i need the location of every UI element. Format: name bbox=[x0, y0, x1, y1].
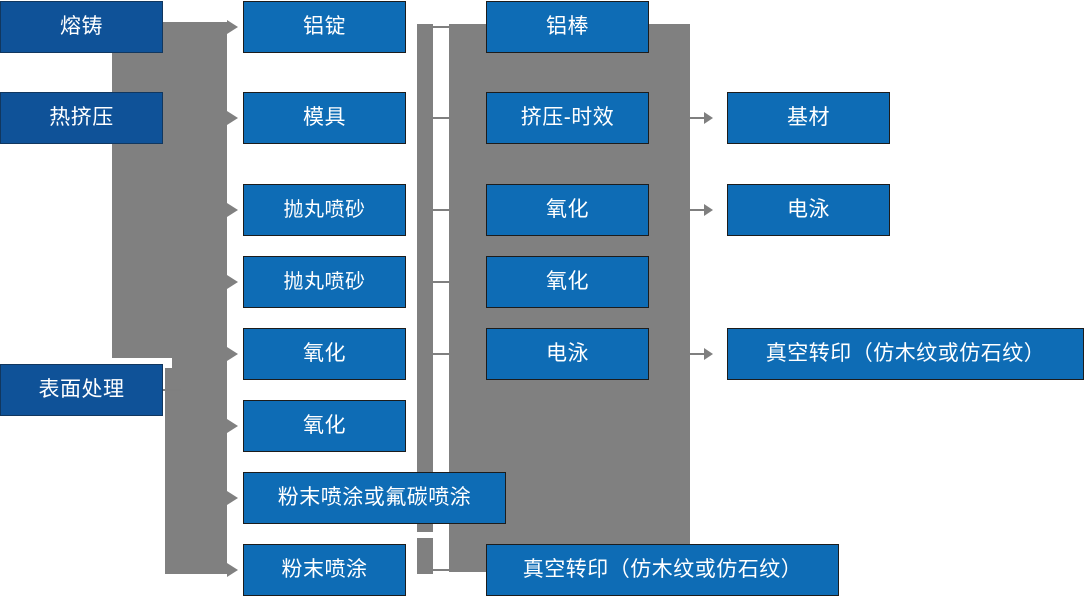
arrow-right-icon bbox=[227, 203, 238, 217]
connector-line-icon bbox=[433, 353, 453, 355]
connector-line-icon bbox=[690, 117, 704, 119]
connector-line-icon bbox=[433, 117, 453, 119]
node-output-2[interactable]: 电泳 bbox=[727, 184, 890, 236]
arrow-right-icon bbox=[227, 419, 238, 433]
node-material-7[interactable]: 粉末喷涂或氟碳喷涂 bbox=[243, 472, 506, 524]
connector-band-left bbox=[165, 22, 227, 574]
node-material-6[interactable]: 氧化 bbox=[243, 400, 406, 452]
node-stage-1[interactable]: 熔铸 bbox=[0, 1, 163, 53]
node-material-1[interactable]: 铝锭 bbox=[243, 1, 406, 53]
node-material-3[interactable]: 抛丸喷砂 bbox=[243, 184, 406, 236]
connector-line-icon bbox=[433, 209, 453, 211]
arrow-right-icon bbox=[227, 20, 238, 34]
connector-rail-a bbox=[417, 24, 433, 532]
arrow-right-icon bbox=[704, 112, 713, 124]
arrow-right-icon bbox=[704, 348, 713, 360]
node-material-4[interactable]: 抛丸喷砂 bbox=[243, 256, 406, 308]
connector-line-icon bbox=[690, 209, 704, 211]
arrow-right-icon bbox=[704, 204, 713, 216]
node-stage-2[interactable]: 热挤压 bbox=[0, 92, 163, 144]
node-treatment-1[interactable]: 铝棒 bbox=[486, 1, 649, 53]
node-output-3[interactable]: 真空转印（仿木纹或仿石纹） bbox=[727, 328, 1084, 380]
node-material-2[interactable]: 模具 bbox=[243, 92, 406, 144]
node-treatment-6[interactable]: 真空转印（仿木纹或仿石纹） bbox=[486, 544, 839, 596]
band-notch bbox=[0, 358, 172, 368]
node-stage-3[interactable]: 表面处理 bbox=[0, 364, 163, 416]
node-treatment-3[interactable]: 氧化 bbox=[486, 184, 649, 236]
node-treatment-4[interactable]: 氧化 bbox=[486, 256, 649, 308]
arrow-right-icon bbox=[227, 563, 238, 577]
node-output-1[interactable]: 基材 bbox=[727, 92, 890, 144]
connector-rail-b bbox=[417, 538, 433, 574]
connector-line-icon bbox=[690, 353, 704, 355]
node-treatment-5[interactable]: 电泳 bbox=[486, 328, 649, 380]
node-material-8[interactable]: 粉末喷涂 bbox=[243, 544, 406, 596]
arrow-right-icon bbox=[227, 347, 238, 361]
arrow-right-icon bbox=[227, 111, 238, 125]
connector-line-icon bbox=[433, 569, 453, 571]
node-material-5[interactable]: 氧化 bbox=[243, 328, 406, 380]
node-treatment-2[interactable]: 挤压-时效 bbox=[486, 92, 649, 144]
arrow-right-icon bbox=[227, 491, 238, 505]
arrow-right-icon bbox=[227, 275, 238, 289]
connector-line-icon bbox=[433, 281, 453, 283]
connector-line-icon bbox=[433, 26, 453, 28]
connector-line-icon bbox=[163, 389, 181, 391]
